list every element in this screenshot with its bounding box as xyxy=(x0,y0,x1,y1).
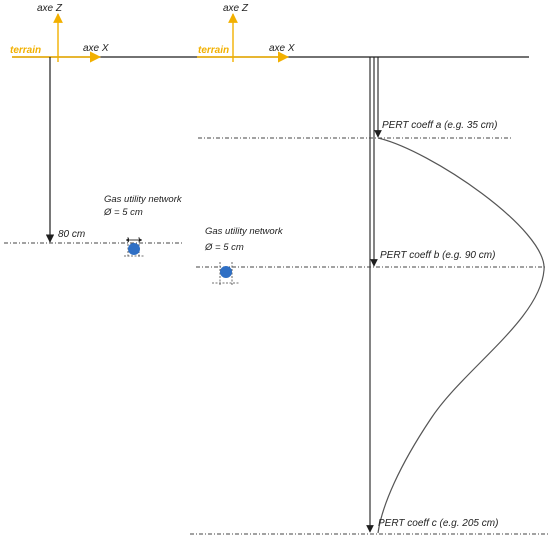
right-pipe-diameter: Ø = 5 cm xyxy=(204,242,244,253)
pert-b-label: PERT coeff b (e.g. 90 cm) xyxy=(380,250,495,261)
left-panel: axe Z terrain axe X 80 cm Gas utility ne… xyxy=(4,3,197,258)
right-pipe-title: Gas utility network xyxy=(205,226,284,237)
left-pipe-diameter: Ø = 5 cm xyxy=(103,207,143,218)
left-gas-pipe xyxy=(124,237,145,258)
pert-distribution-curve xyxy=(377,137,545,534)
right-axis-x-label: axe X xyxy=(269,43,295,54)
right-gas-pipe xyxy=(212,262,240,286)
pert-a-label: PERT coeff a (e.g. 35 cm) xyxy=(382,120,497,131)
right-terrain-label: terrain xyxy=(198,45,229,56)
left-axis-z-label: axe Z xyxy=(37,3,63,14)
right-axis-z-label: axe Z xyxy=(223,3,249,14)
left-terrain-label: terrain xyxy=(10,45,41,56)
right-gas-pipe-icon xyxy=(220,266,232,278)
left-gas-pipe-icon xyxy=(128,243,140,255)
left-pipe-title: Gas utility network xyxy=(104,194,183,205)
left-axis-x-label: axe X xyxy=(83,43,109,54)
left-depth-label: 80 cm xyxy=(58,229,85,240)
pert-c-label: PERT coeff c (e.g. 205 cm) xyxy=(378,518,498,529)
right-panel: axe Z terrain axe X PERT coeff a (e.g. 3… xyxy=(190,3,548,535)
